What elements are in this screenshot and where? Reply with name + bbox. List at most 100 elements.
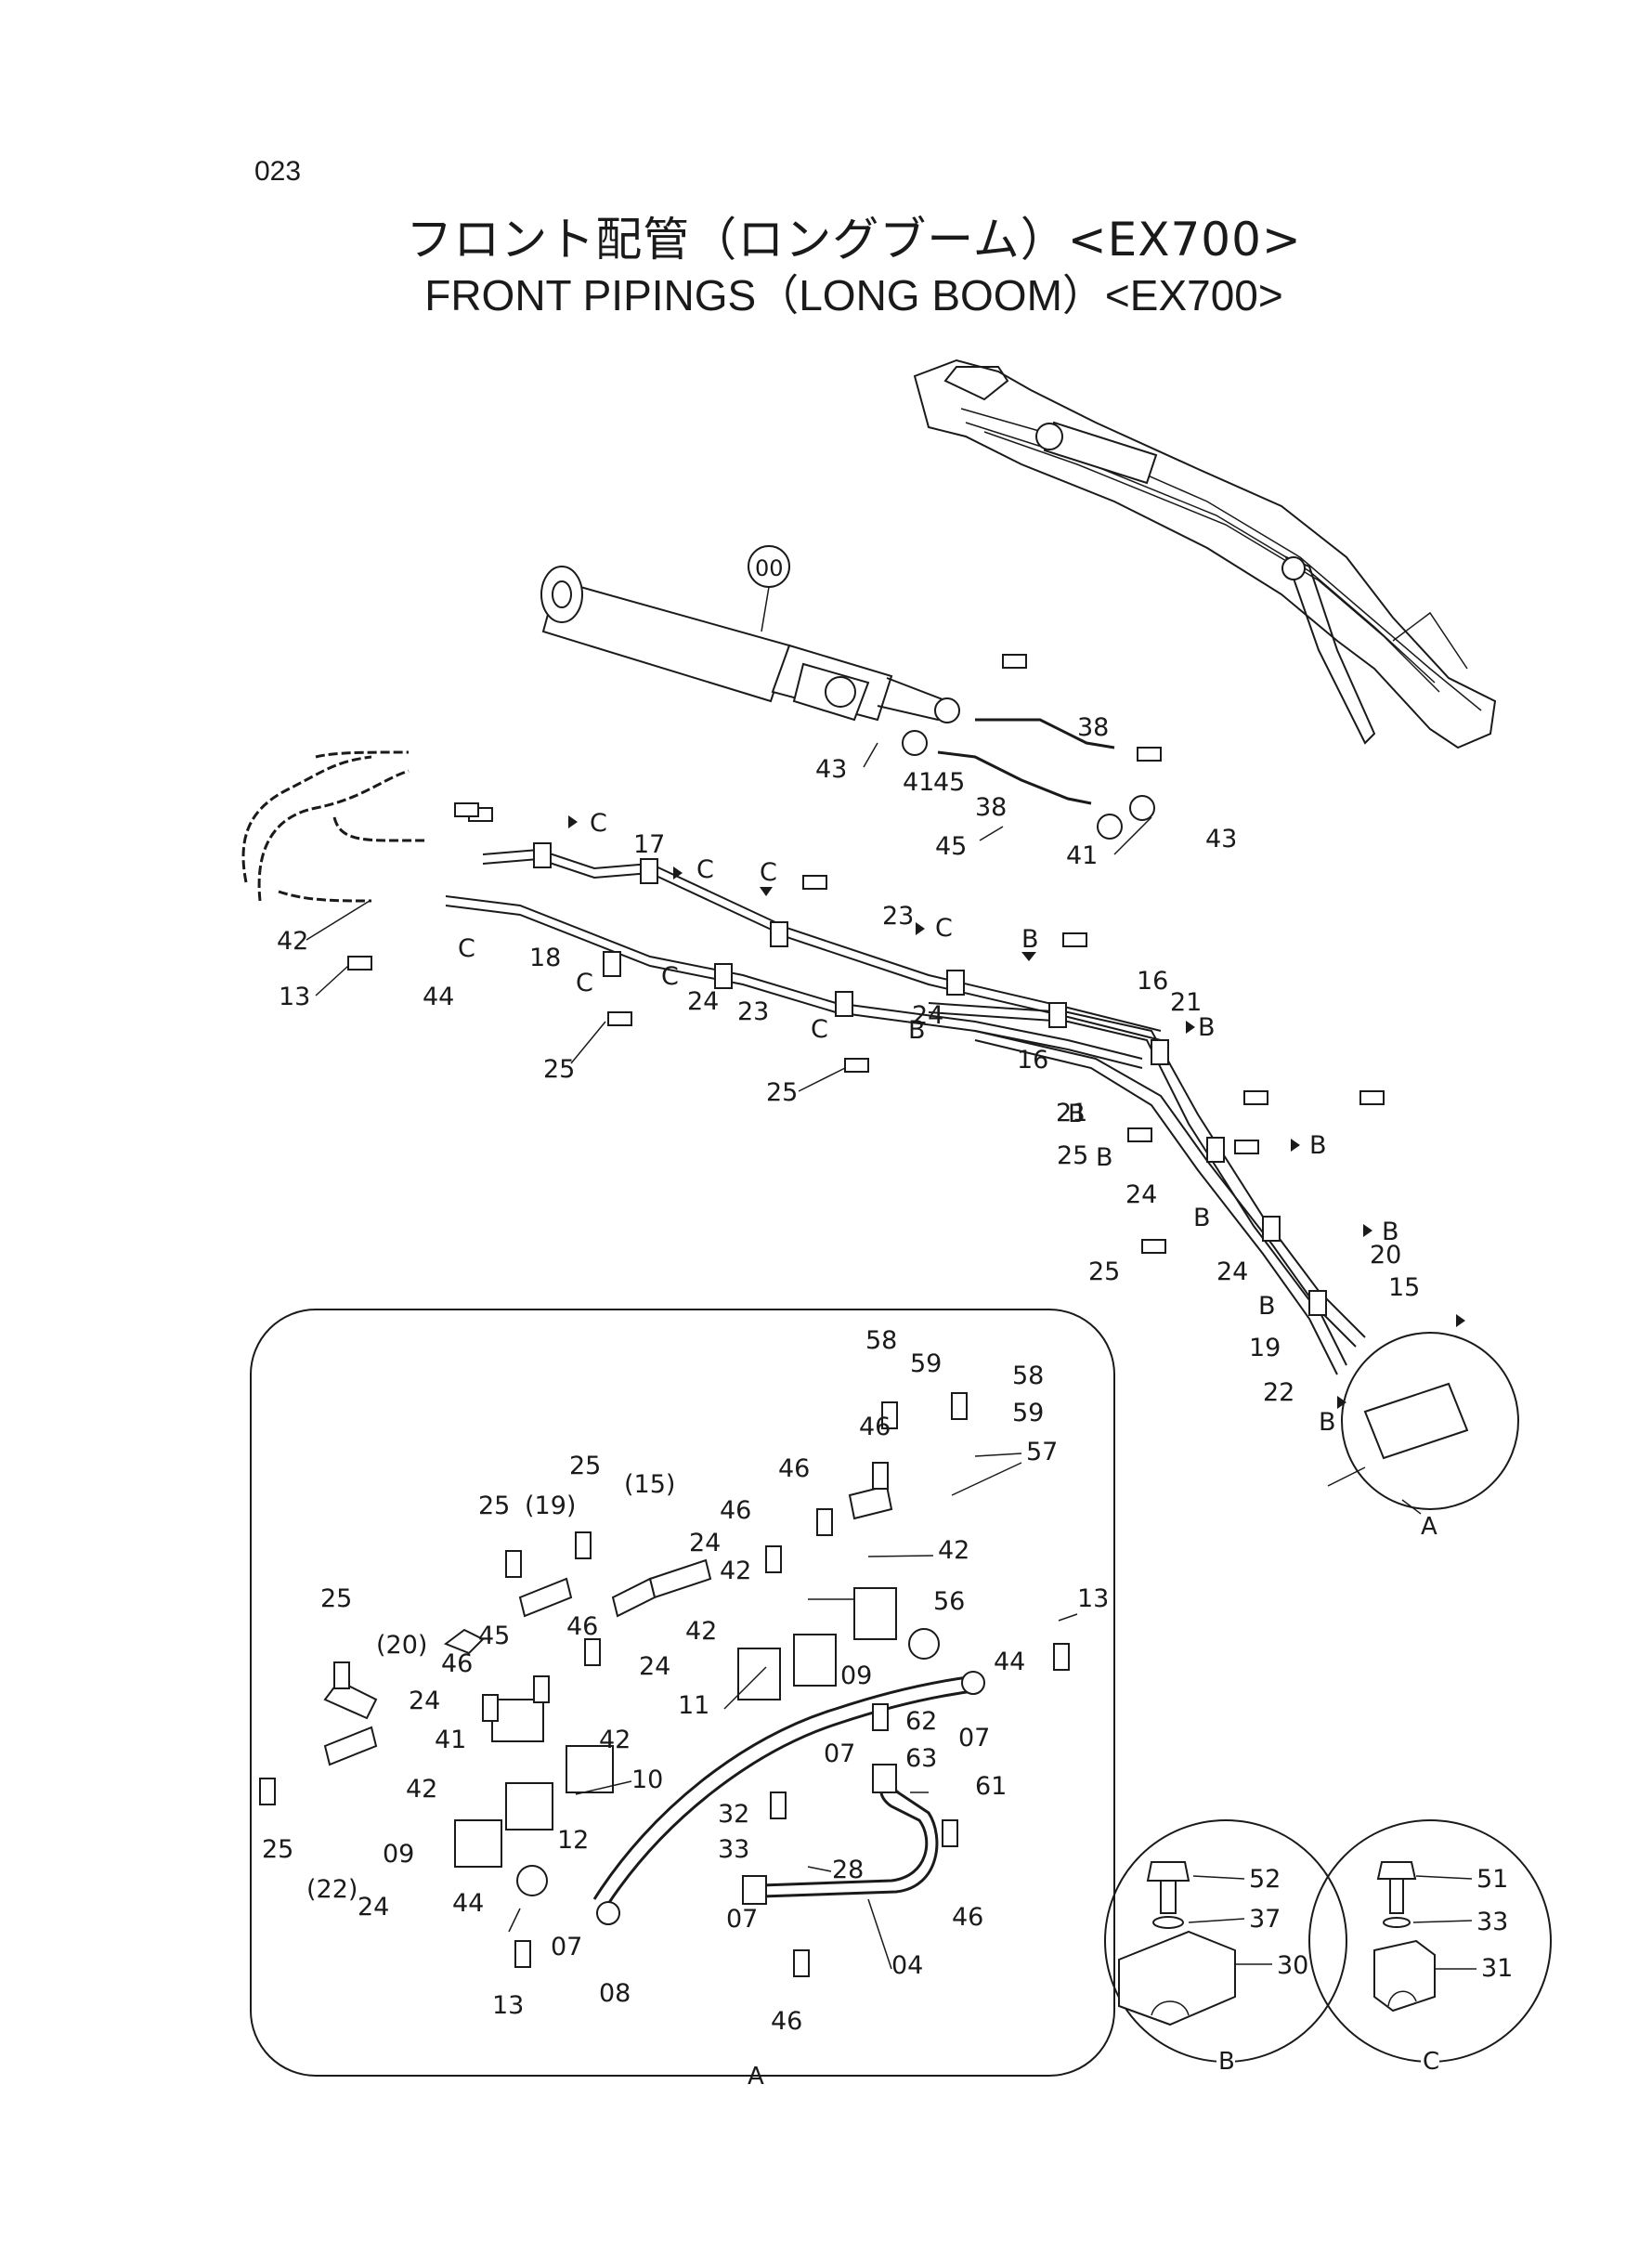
part-label: 09 <box>383 1840 414 1869</box>
part-label: 42 <box>277 927 308 956</box>
part-label: 24 <box>639 1652 670 1681</box>
part-label: 25 <box>478 1492 510 1520</box>
part-label: 30 <box>1277 1951 1308 1980</box>
part-label: 31 <box>1481 1954 1513 1983</box>
part-label: 25 <box>320 1584 352 1613</box>
part-label: 42 <box>406 1775 437 1804</box>
part-label: 17 <box>633 830 665 859</box>
part-label: 24 <box>912 1001 943 1030</box>
detail-a-panel: A <box>250 1309 1115 2091</box>
part-label: 13 <box>492 1991 524 2020</box>
part-label: 38 <box>1077 713 1109 742</box>
part-label: 28 <box>832 1856 864 1884</box>
detail-b-panel: 52 37 30 B <box>1104 1819 1347 2076</box>
part-label: 63 <box>905 1744 937 1773</box>
part-label: 46 <box>720 1496 751 1525</box>
part-label: 44 <box>423 983 454 1011</box>
detail-c-panel: 51 33 31 C <box>1308 1819 1552 2076</box>
page-number: 023 <box>254 156 302 187</box>
part-label: 41 <box>1066 841 1098 870</box>
part-label: 33 <box>1476 1908 1508 1936</box>
part-label: 08 <box>599 1979 631 2008</box>
part-label: 19 <box>1249 1334 1281 1362</box>
arm-cylinder-illustration: 00 <box>540 545 949 722</box>
part-label: 07 <box>824 1739 855 1768</box>
part-label: B <box>1021 925 1039 954</box>
part-label: B <box>1068 1100 1086 1128</box>
part-label: 18 <box>529 944 561 972</box>
part-label: (22) <box>306 1875 358 1904</box>
part-label: 33 <box>718 1835 749 1864</box>
part-label: 25 <box>1088 1257 1120 1286</box>
part-label: 32 <box>718 1800 749 1829</box>
part-label: 20 <box>1370 1241 1401 1270</box>
hoses-illustration <box>241 750 427 903</box>
part-label: 16 <box>1017 1046 1048 1075</box>
part-label: 25 <box>766 1078 798 1107</box>
part-label: 46 <box>441 1649 473 1678</box>
part-label: 59 <box>1012 1399 1044 1427</box>
part-label: 42 <box>720 1557 751 1585</box>
part-label: B <box>1309 1131 1327 1160</box>
view-label: A <box>1421 1513 1437 1541</box>
part-label: 42 <box>938 1536 969 1565</box>
part-label: C <box>661 962 679 991</box>
part-label: 52 <box>1249 1865 1281 1894</box>
part-label: B <box>1382 1218 1399 1246</box>
part-label: 59 <box>910 1349 942 1378</box>
part-label: 07 <box>726 1905 758 1934</box>
part-label: C <box>576 969 593 997</box>
part-label: 11 <box>678 1691 709 1720</box>
part-label: C <box>760 858 777 887</box>
view-label: A <box>748 2063 764 2091</box>
part-label: 51 <box>1476 1865 1508 1894</box>
part-label: 62 <box>905 1707 937 1736</box>
part-label: 25 <box>569 1452 601 1480</box>
part-label: 46 <box>859 1413 891 1441</box>
part-label: (19) <box>525 1492 576 1520</box>
part-label: B <box>1096 1143 1113 1172</box>
part-label: 13 <box>279 983 310 1011</box>
part-label: 25 <box>262 1835 293 1864</box>
part-label: 24 <box>1216 1257 1248 1286</box>
part-label: 46 <box>566 1612 598 1641</box>
part-label: 41 <box>435 1726 466 1754</box>
part-label: 25 <box>543 1055 575 1084</box>
part-label: C <box>935 914 953 943</box>
part-label: B <box>1193 1204 1211 1232</box>
part-label: C <box>458 934 475 963</box>
part-label: 09 <box>840 1661 872 1690</box>
part-label: C <box>811 1015 828 1044</box>
part-label: 46 <box>778 1454 810 1483</box>
part-label: B <box>1198 1013 1216 1042</box>
part-label: B <box>1319 1408 1336 1437</box>
part-label: 24 <box>1125 1180 1157 1209</box>
part-label: 13 <box>1077 1584 1109 1613</box>
part-label: 46 <box>952 1903 983 1932</box>
part-label: 24 <box>687 987 719 1016</box>
title-japanese: フロント配管（ロングブーム）<EX700> <box>406 213 1302 267</box>
part-label: C <box>590 809 607 838</box>
part-label: B <box>1258 1292 1276 1321</box>
part-label: 38 <box>975 793 1007 822</box>
part-label: 15 <box>1388 1273 1420 1302</box>
part-label: 45 <box>935 832 967 861</box>
part-label: 57 <box>1026 1438 1058 1466</box>
view-label: B <box>1218 2048 1235 2076</box>
pipes-illustration <box>347 654 1519 1510</box>
title-english: FRONT PIPINGS（LONG BOOM）<EX700> <box>424 271 1283 319</box>
part-label: 21 <box>1056 1099 1087 1127</box>
part-label: 25 <box>1057 1141 1088 1170</box>
view-label: C <box>1423 2048 1439 2076</box>
part-label: 22 <box>1263 1378 1294 1407</box>
part-label: (20) <box>376 1631 427 1660</box>
part-label: 45 <box>933 768 965 797</box>
part-label: 58 <box>865 1326 897 1355</box>
boom-arm-illustration <box>913 358 1497 749</box>
part-label: 07 <box>551 1933 582 1961</box>
part-label: 24 <box>358 1893 389 1922</box>
part-label: (15) <box>624 1470 675 1499</box>
part-label: 41 <box>903 768 934 797</box>
part-label: 43 <box>1205 825 1237 853</box>
part-label: 45 <box>478 1622 510 1650</box>
